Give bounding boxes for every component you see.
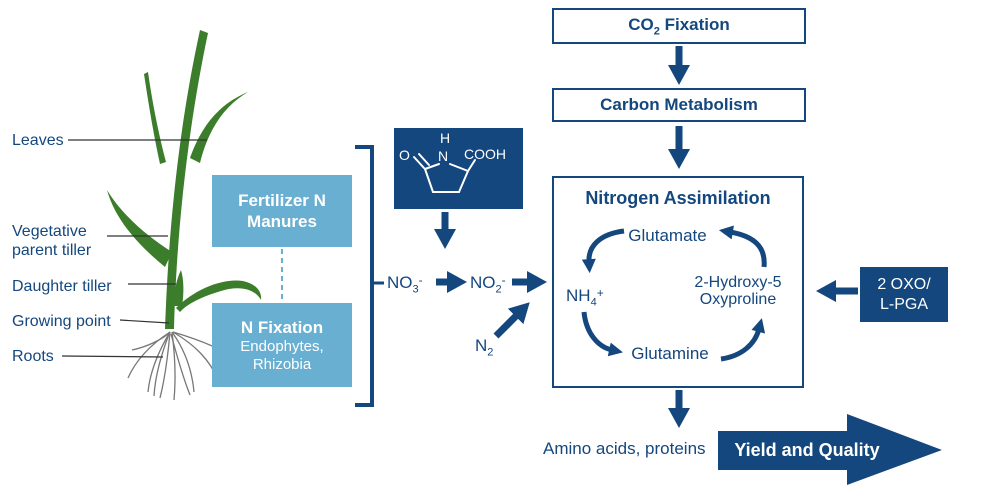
yield-quality-label: Yield and Quality <box>734 440 880 460</box>
hydroxy-oxyproline-label: 2-Hydroxy-5 Oxyproline <box>694 274 782 308</box>
leader-line-growing <box>119 319 170 324</box>
n-atom-label: N <box>438 148 449 164</box>
roots-label: Roots <box>12 348 54 365</box>
n-fixation-title: N Fixation <box>240 317 324 337</box>
arc-glutamine-oxyproline <box>720 318 766 362</box>
arrow-n2-up <box>493 302 530 339</box>
oxo-lpga-box: 2 OXO/ L-PGA <box>860 267 948 322</box>
growing-point-label: Growing point <box>12 313 111 330</box>
n-fixation-line1: Endophytes, <box>240 337 324 355</box>
daughter-tiller-label: Daughter tiller <box>12 278 112 295</box>
molecule-structure <box>413 153 476 193</box>
nitrogen-assimilation-title: Nitrogen Assimilation <box>585 188 771 208</box>
leaves-label: Leaves <box>12 132 64 149</box>
n2-label: N2 <box>475 336 494 359</box>
arc-glutamate-nh4 <box>581 228 625 274</box>
leader-line-roots <box>61 355 164 358</box>
n-fixation-line2: Rhizobia <box>252 355 312 373</box>
fertilizer-line1: Fertilizer N <box>238 191 326 210</box>
co2-fixation-box: CO2 Fixation <box>552 8 806 44</box>
glutamine-label: Glutamine <box>631 344 709 363</box>
no2-label: NO2- <box>470 273 506 296</box>
n-fixation-box: N Fixation Endophytes, Rhizobia <box>212 303 352 387</box>
amino-acids-label: Amino acids, proteins <box>543 439 706 458</box>
cooh-label: COOH <box>464 146 506 162</box>
no3-label: NO3- <box>387 273 423 296</box>
oxo-line2: L-PGA <box>879 295 928 313</box>
nh4-label: NH4+ <box>566 286 604 309</box>
o-atom-label: O <box>399 147 410 163</box>
vegetative-parent-tiller-label: Vegetative parent tiller <box>12 223 92 259</box>
glutamate-label: Glutamate <box>628 226 707 245</box>
arc-oxyproline-glutamate <box>718 225 767 268</box>
nitrogen-assimilation-box: Nitrogen Assimilation <box>552 176 804 388</box>
h-atom-label: H <box>440 130 451 146</box>
carbon-metabolism-box: Carbon Metabolism <box>552 88 806 122</box>
fertilizer-manures-box: Fertilizer N Manures <box>212 175 352 247</box>
oxo-line1: 2 OXO/ <box>877 275 931 293</box>
pyroglutamate-box <box>394 128 523 209</box>
fertilizer-line2: Manures <box>247 212 317 231</box>
arc-nh4-glutamine <box>581 311 623 357</box>
bracket <box>355 145 374 407</box>
yield-arrow <box>718 414 942 485</box>
